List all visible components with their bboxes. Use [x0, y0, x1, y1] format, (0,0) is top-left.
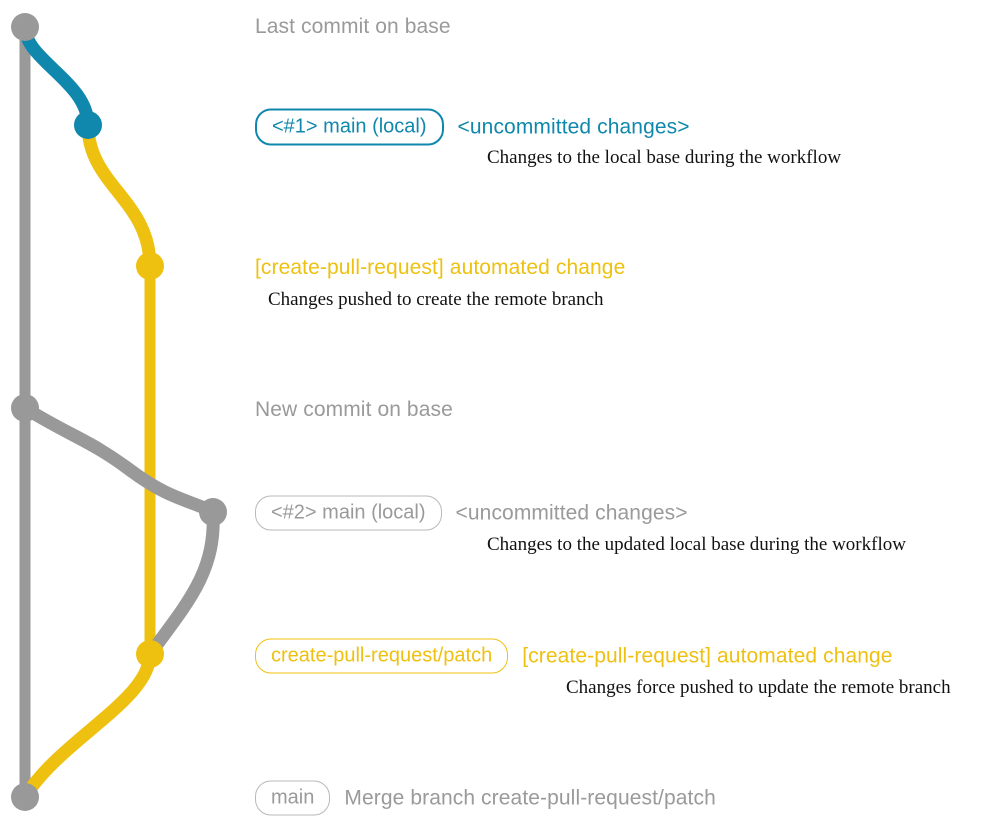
- commit-row-last-commit-on-base: Last commit on base: [255, 15, 451, 39]
- edge-patch-merge-to-base: [18, 647, 157, 804]
- commit-description-local-2: Changes to the updated local base during…: [487, 534, 906, 555]
- commit-description-local-1: Changes to the local base during the wor…: [487, 147, 842, 168]
- edge-branch-off-to-local: [18, 20, 95, 132]
- commit-subject: [create-pull-request] automated change: [255, 256, 626, 279]
- ref-chip-main[interactable]: main: [255, 780, 331, 816]
- commit-row-local-2: <#2> main (local) <uncommitted changes>: [255, 495, 688, 531]
- commit-description-remote-patch: Changes force pushed to update the remot…: [566, 677, 951, 698]
- ref-chip-create-pull-request-patch[interactable]: create-pull-request/patch: [255, 638, 509, 674]
- commit-node-base-new[interactable]: [11, 394, 39, 422]
- commit-node-local-2[interactable]: [199, 498, 227, 526]
- commit-subject: <uncommitted changes>: [455, 501, 688, 524]
- commit-node-base-last[interactable]: [11, 13, 39, 41]
- commit-row-merge: main Merge branch create-pull-request/pa…: [255, 780, 716, 816]
- commit-description-remote-create: Changes pushed to create the remote bran…: [268, 289, 604, 310]
- commit-subject: Last commit on base: [255, 15, 451, 38]
- edge-local-2-to-patch: [143, 505, 220, 661]
- commit-row-remote-patch: create-pull-request/patch [create-pull-r…: [255, 638, 893, 674]
- commit-row-new-commit-on-base: New commit on base: [255, 398, 453, 422]
- commit-row-local-1: <#1> main (local) <uncommitted changes>: [255, 108, 690, 146]
- commit-node-base-merge[interactable]: [11, 783, 39, 811]
- commit-node-local-1[interactable]: [74, 111, 102, 139]
- commit-row-remote-create: [create-pull-request] automated change: [255, 256, 625, 280]
- commit-node-remote-create[interactable]: [136, 252, 164, 280]
- commit-subject: New commit on base: [255, 398, 453, 421]
- commit-subject: Merge branch create-pull-request/patch: [344, 786, 716, 809]
- commit-subject: <uncommitted changes>: [457, 115, 690, 138]
- edge-base-new-to-local-2: [18, 401, 220, 519]
- ref-chip-main-local-2[interactable]: <#2> main (local): [255, 495, 442, 531]
- edge-local-to-remote: [81, 118, 157, 273]
- ref-chip-main-local-1[interactable]: <#1> main (local): [255, 108, 444, 146]
- commit-node-remote-patch[interactable]: [136, 640, 164, 668]
- commit-subject: [create-pull-request] automated change: [522, 644, 893, 667]
